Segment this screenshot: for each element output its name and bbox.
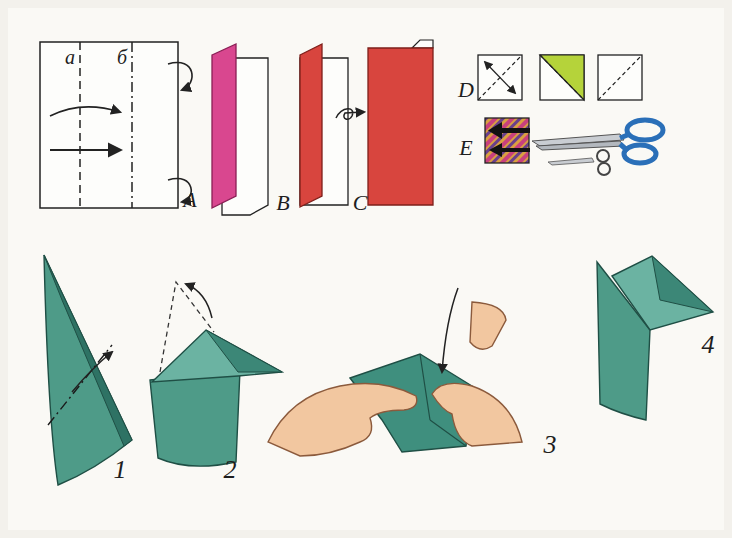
square-a-part [50, 107, 120, 116]
step-1-figure-part [44, 255, 132, 446]
squares-d-part [478, 55, 522, 100]
cutting-e-part [620, 144, 628, 151]
strip-c-part [300, 44, 322, 207]
square-a-part [50, 149, 120, 151]
cutting-e-part [620, 134, 630, 138]
cutting-e-part [536, 141, 624, 150]
strip-b [212, 44, 268, 215]
square-a-part [79, 42, 81, 208]
strip-c-part [336, 109, 364, 120]
step-4-figure-part [612, 256, 713, 330]
step-letter: A [183, 189, 196, 211]
step-1-figure-part [72, 352, 112, 392]
step-1-figure-part [44, 255, 132, 485]
step-number: 1 [114, 457, 127, 483]
step-2-figure-part [152, 330, 282, 382]
squares-d-part [478, 55, 522, 100]
squares-d [478, 55, 642, 100]
squares-d-part [540, 55, 584, 100]
step-letter: C [353, 192, 368, 214]
cutting-e-part [489, 143, 502, 157]
strip-b-part [212, 44, 236, 208]
cutting-e-part [500, 128, 530, 133]
step-letter: D [458, 79, 474, 101]
cutting-e-part [598, 163, 610, 175]
cutting-e-part [627, 120, 663, 140]
square-a-part [131, 42, 133, 208]
squares-d-part [540, 55, 584, 100]
step-letter: E [459, 137, 472, 159]
step-2-figure-part [186, 284, 212, 318]
cutting-e-part [485, 118, 529, 163]
step-4-figure [597, 256, 713, 420]
step-2-figure [150, 282, 282, 466]
step-1-figure [44, 255, 132, 485]
step-number: 3 [544, 432, 557, 458]
strip-c-part [368, 48, 433, 205]
squares-d-part [540, 55, 584, 100]
step-3-figure-part [470, 302, 506, 349]
fold-line-label: а [65, 47, 75, 67]
strip-c [300, 40, 433, 207]
step-number: 4 [702, 332, 715, 358]
strip-c-part [412, 40, 433, 48]
step-1-figure-part [48, 345, 112, 425]
paper-page [8, 8, 724, 530]
step-3-figure-part [268, 384, 417, 456]
step-letter: B [276, 192, 289, 214]
step-3-figure [268, 288, 522, 456]
cutting-e-part [624, 145, 656, 163]
step-3-figure-part [442, 288, 458, 372]
squares-d-part [485, 62, 515, 93]
fold-line-label: б [117, 47, 127, 67]
squares-d-part [598, 55, 642, 100]
square-a-part [168, 63, 192, 90]
cutting-e-part [597, 150, 609, 162]
step-3-figure-part [432, 383, 522, 446]
step-4-figure-part [652, 256, 713, 312]
cutting-e-part [548, 158, 594, 165]
step-2-figure-part [206, 330, 282, 372]
square-a-part [40, 42, 178, 208]
cutting-e [485, 118, 663, 175]
squares-d-part [598, 55, 642, 100]
cutting-e-part [488, 122, 502, 139]
square-a [40, 42, 192, 208]
step-2-figure-part [150, 370, 240, 466]
step-number: 2 [224, 457, 237, 483]
cutting-e-part [500, 148, 530, 152]
